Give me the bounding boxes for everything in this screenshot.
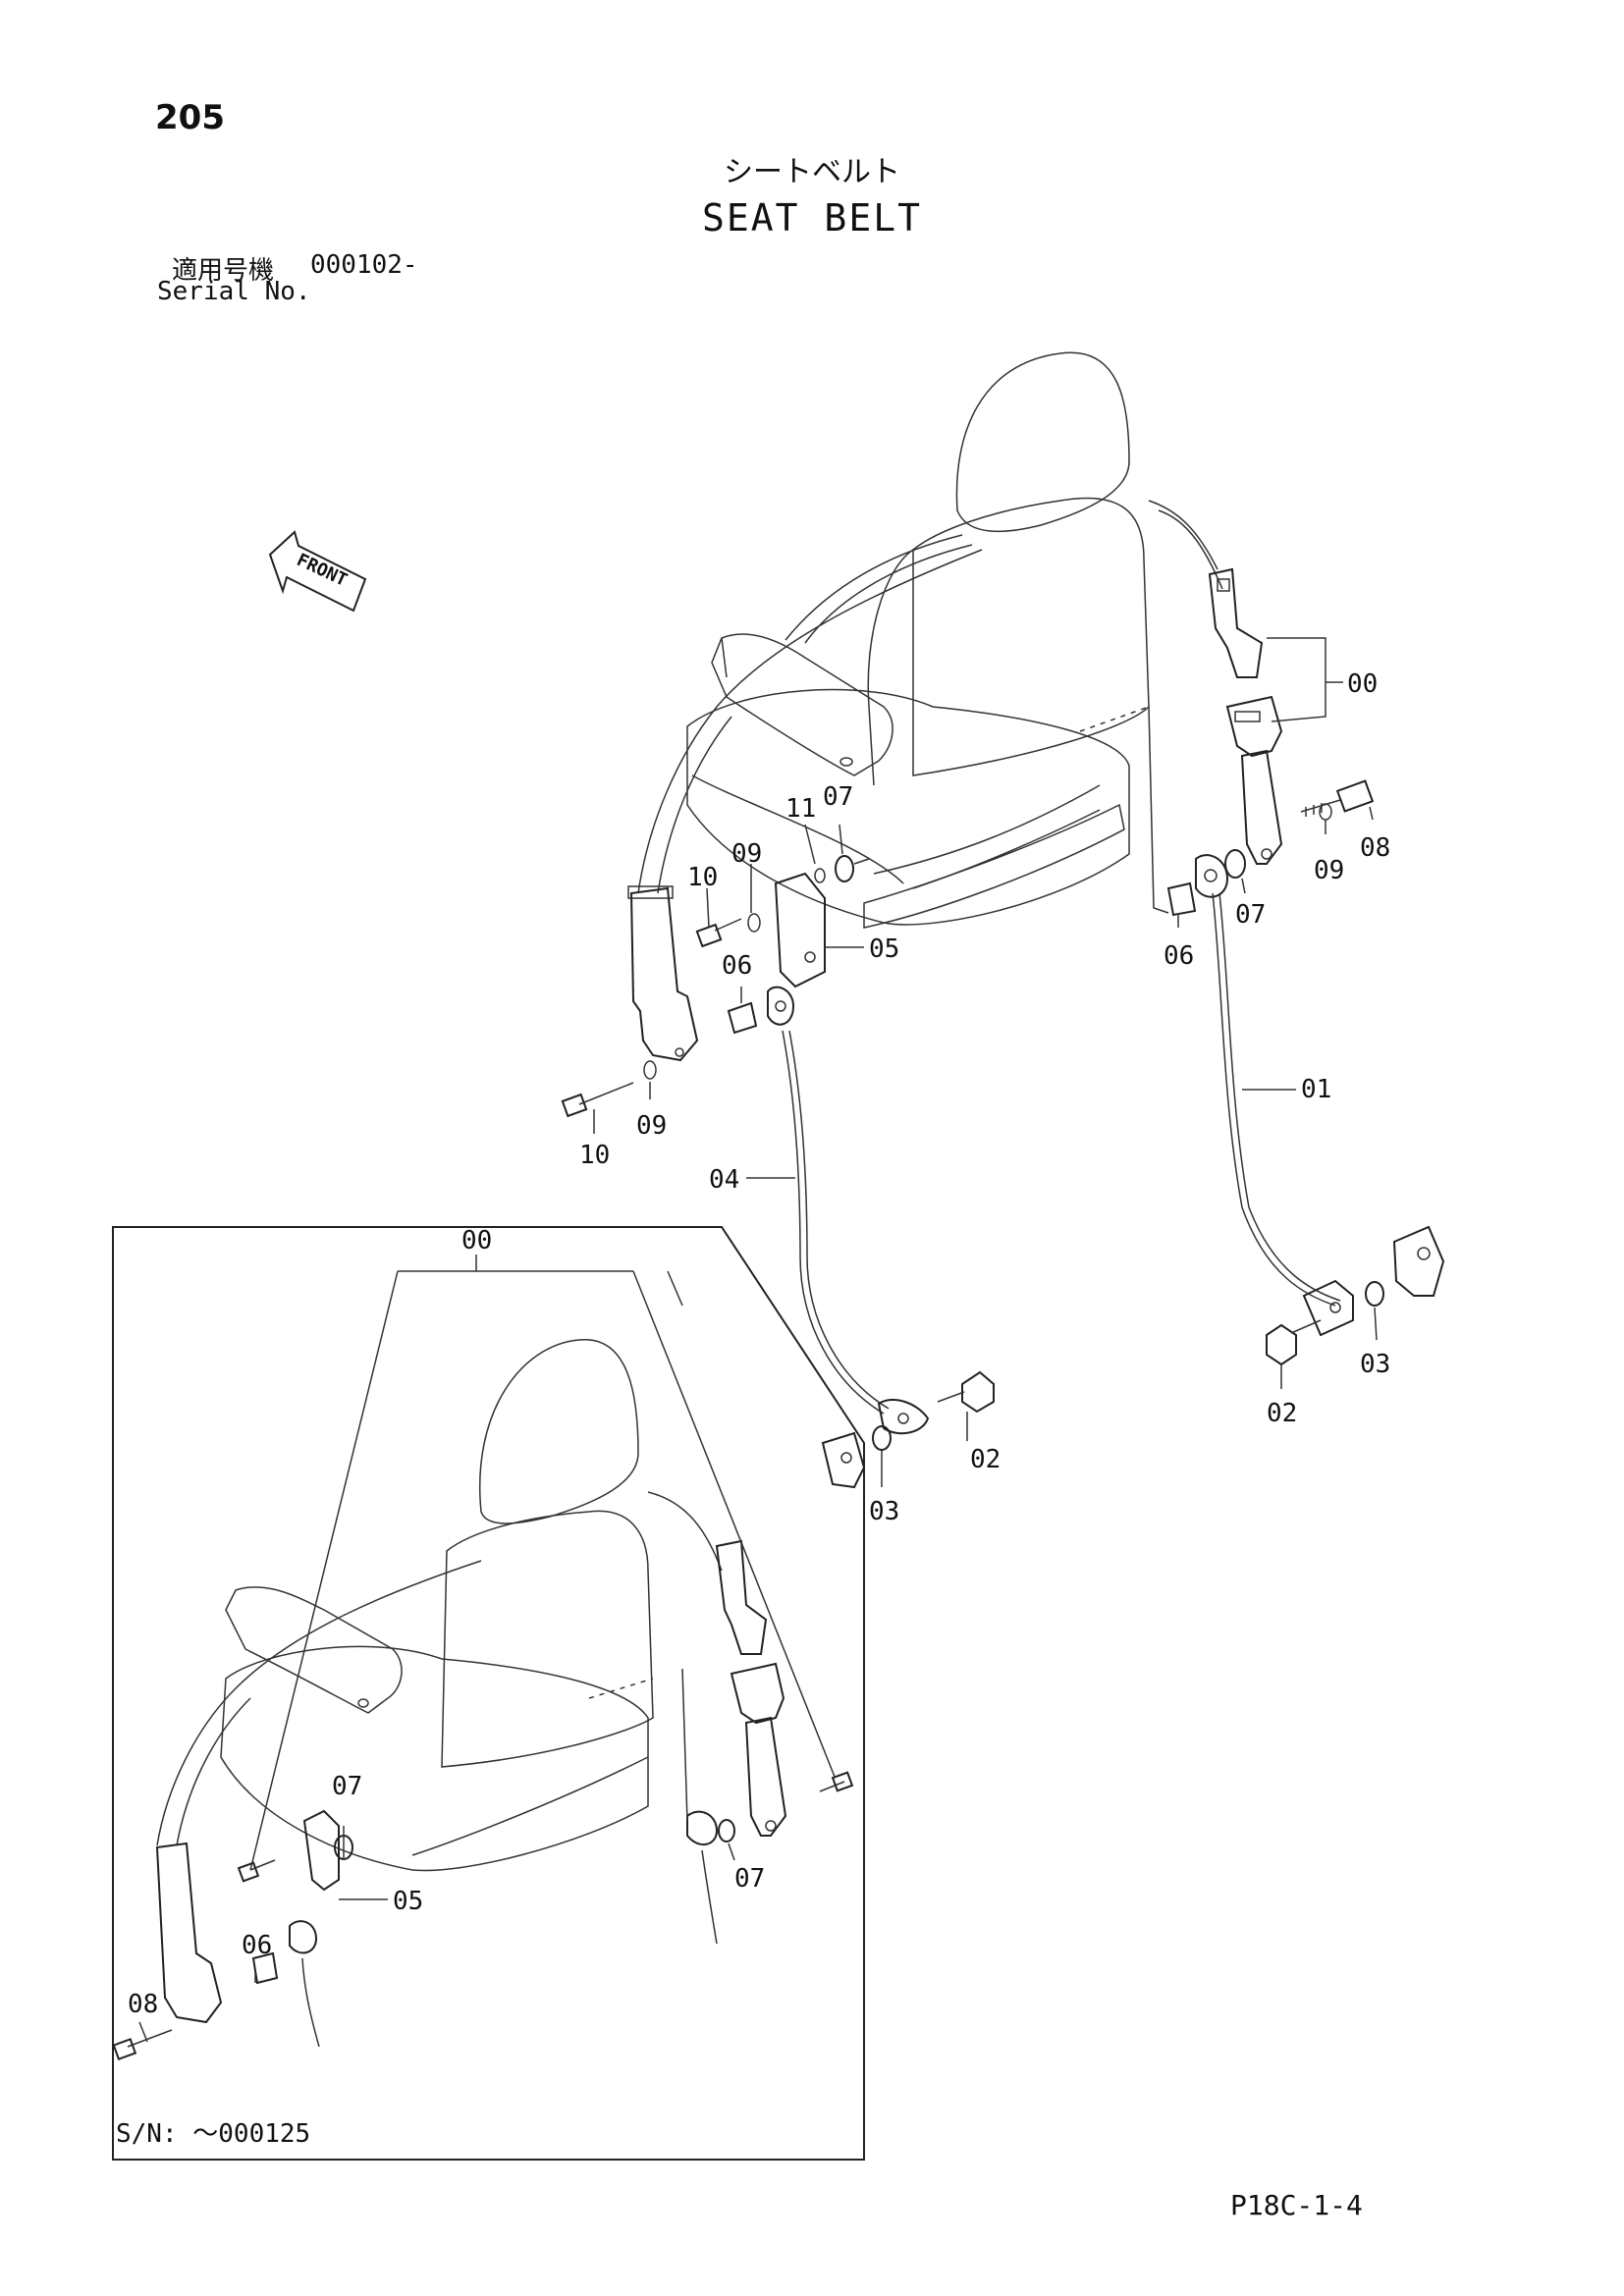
callout-10: 10	[579, 1141, 610, 1170]
callout-01: 01	[1301, 1075, 1331, 1104]
eye-terminal-icon	[1195, 854, 1229, 898]
inset-callout-08: 08	[128, 1990, 158, 2019]
callout-09: 09	[636, 1111, 667, 1141]
callout-03: 03	[1360, 1350, 1390, 1379]
page-code: P18C-1-4	[1230, 2189, 1363, 2221]
main-seat-illustration	[627, 351, 1343, 1062]
serial-range: 000102-	[310, 250, 418, 280]
callout-05: 05	[869, 934, 899, 964]
callout-07: 07	[1235, 900, 1266, 930]
main-leader-lines	[593, 806, 1378, 1487]
inset-callouts: 00 07 05 06 08 07 S/N: ～000125	[116, 1226, 765, 2149]
callout-00: 00	[1347, 669, 1378, 699]
serial-label-japanese: 適用号機	[172, 256, 275, 286]
callout-02: 02	[970, 1445, 1001, 1474]
callout-02: 02	[1267, 1399, 1297, 1428]
inset-serial-note: S/N: ～000125	[116, 2119, 310, 2149]
inset-callout-07: 07	[734, 1864, 765, 1894]
callout-11: 11	[785, 794, 816, 824]
inset-callout-00: 00	[461, 1226, 492, 1255]
callout-10: 10	[687, 863, 718, 892]
main-callouts: 00 08 09 07 06 01 03 02 02 03 04 05 06 0…	[579, 669, 1390, 1526]
callout-03: 03	[869, 1497, 899, 1526]
page-number: 205	[155, 98, 225, 137]
anchor-plate-icon	[1302, 1279, 1354, 1337]
inset-callout-06: 06	[242, 1931, 272, 1960]
callout-04: 04	[709, 1165, 739, 1195]
collar-06-icon	[1166, 881, 1197, 917]
inset-callout-05: 05	[393, 1887, 423, 1916]
callout-06: 06	[722, 951, 752, 981]
bracket-05-icon	[774, 872, 826, 988]
page-title: SEAT BELT	[702, 196, 922, 240]
callout-08: 08	[1360, 833, 1390, 863]
callout-07: 07	[823, 782, 853, 812]
inset-callout-07: 07	[332, 1772, 362, 1801]
washer-07-icon	[1224, 849, 1246, 879]
callout-06: 06	[1164, 941, 1194, 971]
inset-panel	[112, 1226, 865, 2161]
page-title-japanese: シートベルト	[724, 155, 900, 189]
bolt-08-icon	[1300, 779, 1375, 817]
serial-label: Serial No.	[157, 277, 311, 306]
callout-09: 09	[1314, 856, 1344, 885]
front-arrow-icon: FRONT	[268, 530, 367, 613]
callout-09: 09	[731, 839, 762, 869]
